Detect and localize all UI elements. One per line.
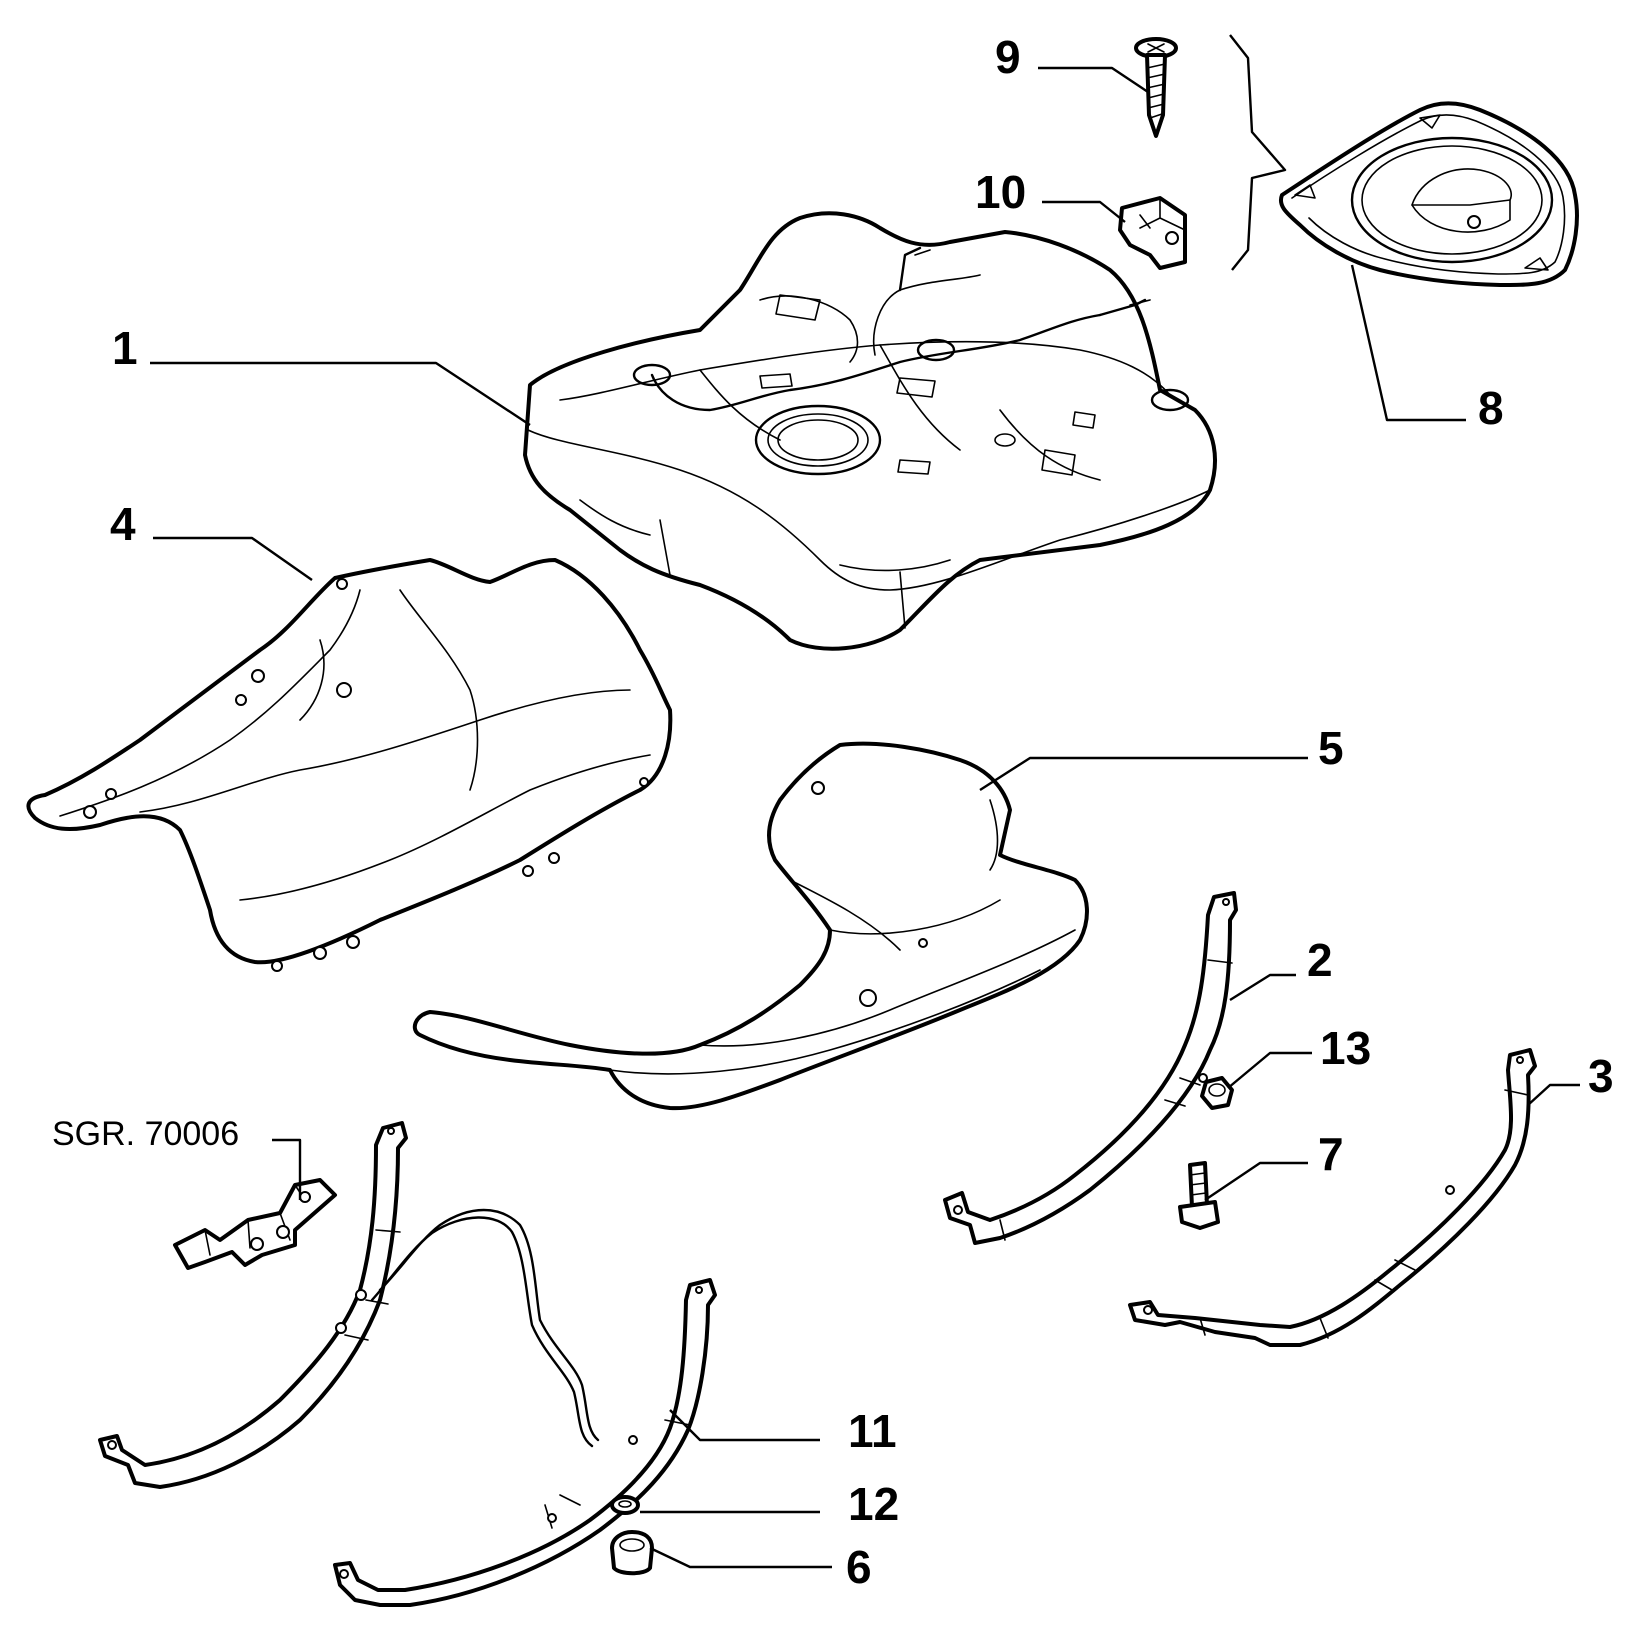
part-3-strap [1128, 1048, 1537, 1347]
part-4-heat-shield [26, 558, 673, 972]
leader-10 [1042, 200, 1126, 223]
callout-6: 6 [846, 1541, 872, 1593]
leader-3 [1527, 1083, 1580, 1106]
leader-1 [150, 361, 531, 427]
part-8-access-cover [1279, 101, 1579, 287]
group-bracket [1229, 34, 1287, 271]
callout-2: 2 [1307, 934, 1333, 986]
part-6-grommet [610, 1530, 654, 1576]
callout-5: 5 [1318, 722, 1344, 774]
leader-8 [1350, 264, 1466, 422]
callout-13: 13 [1320, 1022, 1371, 1074]
callout-10: 10 [975, 166, 1026, 218]
callout-12: 12 [848, 1478, 899, 1530]
callout-4: 4 [110, 498, 136, 550]
callout-11: 11 [848, 1405, 897, 1457]
callout-9: 9 [995, 31, 1021, 83]
sgr-bracket [173, 1178, 337, 1270]
part-5-heat-shield [412, 741, 1089, 1111]
leader-7 [1204, 1161, 1308, 1201]
leader-5 [979, 756, 1308, 792]
leader-13 [1227, 1051, 1312, 1089]
callout-1: 1 [112, 322, 138, 374]
callout-8: 8 [1478, 382, 1504, 434]
leader-6 [649, 1546, 832, 1569]
part-11-strap-assembly [98, 1121, 717, 1607]
leader-2 [1229, 973, 1296, 1002]
leader-9 [1038, 66, 1149, 93]
part-12-washer [610, 1495, 640, 1515]
leader-11 [669, 1409, 820, 1442]
callout-3: 3 [1588, 1050, 1614, 1102]
part-2-strap [943, 891, 1238, 1245]
leader-4 [153, 536, 313, 581]
leader-sgr [272, 1138, 302, 1200]
part-13-nut [1200, 1076, 1234, 1110]
reference-label: SGR. 70006 [52, 1115, 239, 1153]
part-9-screw [1134, 37, 1178, 138]
part-10-clip [1118, 196, 1187, 270]
part-1-fuel-tank [523, 211, 1217, 651]
callout-7: 7 [1318, 1128, 1344, 1180]
part-7-bolt [1178, 1161, 1220, 1230]
